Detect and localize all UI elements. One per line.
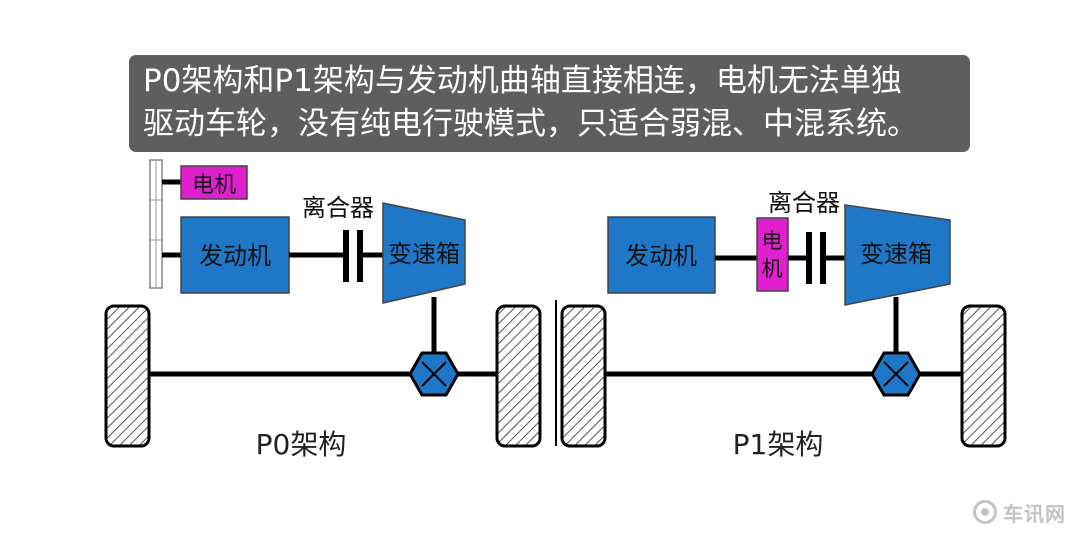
p1-clutch-label: 离合器 [768,189,840,217]
p1-clutch-symbol [806,232,826,284]
caption-box: P0架构和P1架构与发动机曲轴直接相连，电机无法单独 驱动车轮，没有纯电行驶模式… [129,55,970,152]
caption-line-2: 驱动车轮，没有纯电行驶模式，只适合弱混、中混系统。 [143,106,918,142]
caption-line-1: P0架构和P1架构与发动机曲轴直接相连，电机无法单独 [143,63,902,99]
p1-motor-box [756,217,789,292]
p1-engine-box [607,216,716,294]
p1-engine-label: 发动机 [625,242,697,270]
p0-left-wheel [104,304,151,448]
p0-engine-label: 发动机 [199,242,271,270]
p0-differential-icon [408,351,460,397]
p0-motor-box [180,165,248,200]
p0-diagram: 电机 发动机 离合器 变速箱 P0架构 [104,159,542,461]
p0-engine-box [180,216,290,294]
watermark-text: 车讯网 [1003,501,1066,526]
p1-gearbox-shape [844,204,951,306]
p0-motor-label: 电机 [192,173,236,198]
p1-differential-icon [870,351,922,397]
p1-motor-label-2: 机 [762,257,783,281]
circle-logo-icon [973,500,997,524]
p1-left-wheel [560,304,607,448]
p1-gearbox-label: 变速箱 [860,240,932,268]
p1-right-wheel [960,304,1007,448]
p0-gearbox-label: 变速箱 [388,240,460,268]
watermark: 车讯网 [973,497,1066,527]
p1-title: P1架构 [733,428,824,461]
p0-right-wheel [495,304,542,448]
p0-clutch-symbol [343,230,363,282]
p0-belt-pulley [149,159,163,289]
p0-gearbox-shape [382,202,466,304]
p1-diagram: 发动机 电 机 离合器 变速箱 P1架构 [560,189,1007,461]
p0-clutch-label: 离合器 [302,194,374,222]
p0-title: P0架构 [256,428,347,461]
p1-motor-label-1: 电 [762,229,783,253]
